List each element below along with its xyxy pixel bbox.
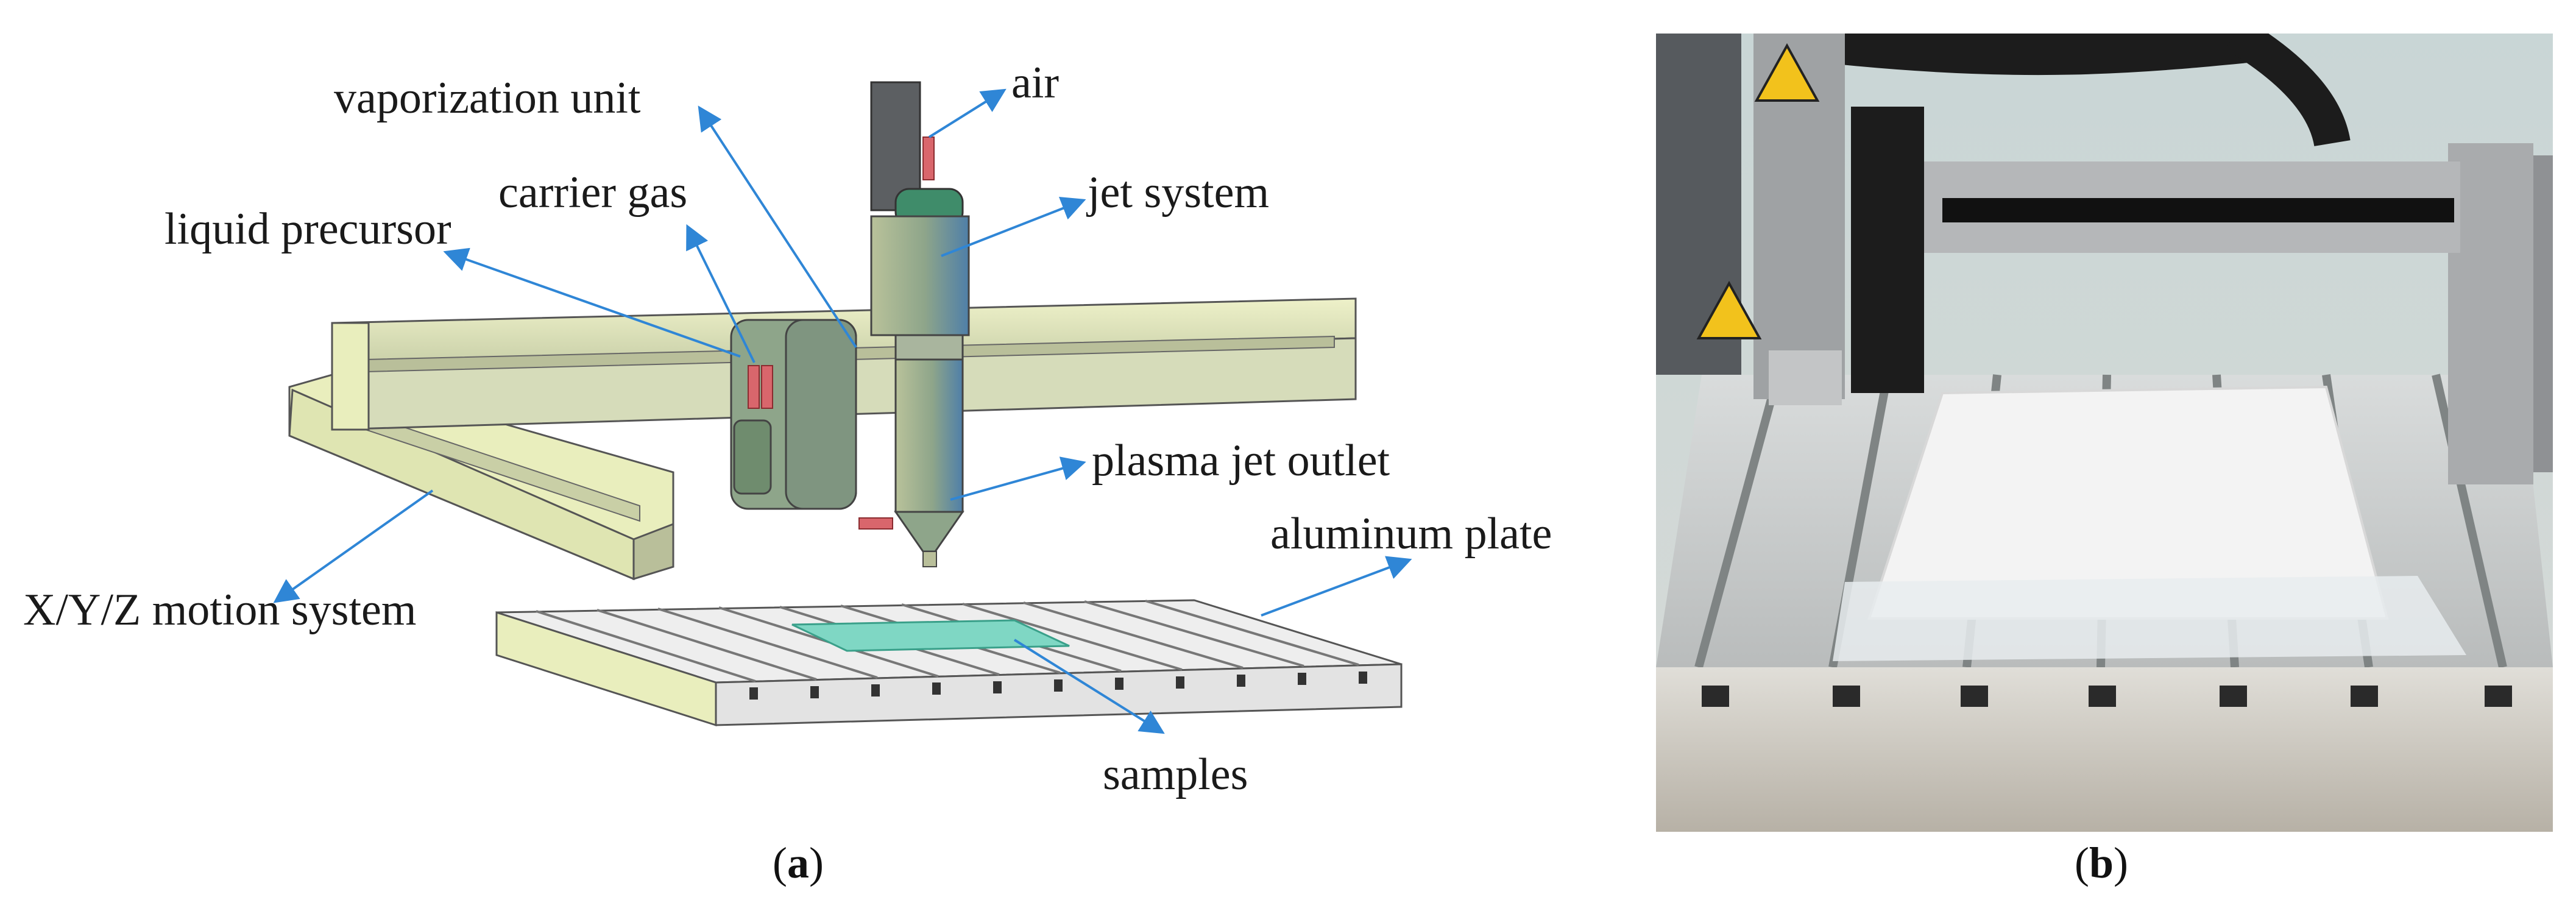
- label-carrier-gas: carrier gas: [498, 168, 687, 218]
- arrow-vaporization-unit: [698, 105, 857, 349]
- arrow-plasma-jet-outlet: [950, 456, 1086, 501]
- schematic-diagram: air vaporization unit jet system carrier…: [23, 58, 1552, 799]
- caption-panel-a: (a): [773, 838, 824, 888]
- sample: [791, 619, 1070, 652]
- label-air: air: [1011, 58, 1059, 108]
- caption-a-open: (: [773, 838, 787, 887]
- label-xyz-motion-system: X/Y/Z motion system: [23, 585, 416, 635]
- jet-system-column: [858, 81, 970, 567]
- caption-b-open: (: [2075, 838, 2089, 887]
- aluminum-plate: [495, 599, 1403, 727]
- label-plasma-jet-outlet: plasma jet outlet: [1092, 436, 1390, 486]
- label-jet-system: jet system: [1086, 168, 1269, 218]
- arrow-aluminum-plate: [1261, 556, 1412, 617]
- caption-panel-b: (b): [2075, 838, 2128, 888]
- apparatus-photo: [1656, 34, 2553, 832]
- label-samples: samples: [1103, 750, 1248, 799]
- label-vaporization-unit: vaporization unit: [334, 73, 641, 123]
- arrow-air: [928, 88, 1007, 138]
- arrow-carrier-gas: [686, 224, 755, 363]
- arrow-samples: [1013, 639, 1165, 734]
- arrow-liquid-precursor: [443, 247, 741, 358]
- caption-a-close: ): [809, 838, 824, 887]
- arrow-xyz-motion: [273, 489, 434, 603]
- carrier-gas-inlet: [748, 365, 760, 409]
- caption-a-letter: a: [787, 838, 809, 887]
- vaporization-unit-body: [730, 319, 857, 510]
- caption-b-close: ): [2114, 838, 2129, 887]
- label-aluminum-plate: aluminum plate: [1270, 509, 1552, 559]
- arrow-jet-system: [941, 197, 1086, 257]
- label-liquid-precursor: liquid precursor: [165, 204, 451, 254]
- caption-b-letter: b: [2089, 838, 2114, 887]
- liquid-precursor-inlet: [761, 365, 773, 409]
